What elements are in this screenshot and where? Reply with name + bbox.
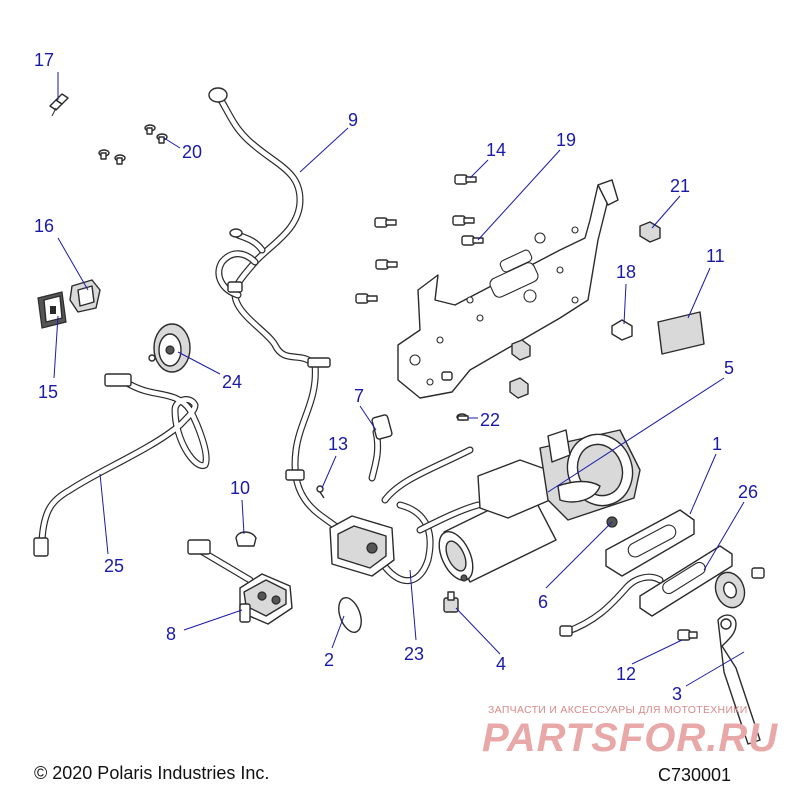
cable-7 <box>368 414 393 482</box>
screw-22 <box>456 413 469 421</box>
screw-17 <box>49 93 69 117</box>
callout-5: 5 <box>724 358 734 378</box>
watermark-tagline: ЗАПЧАСТИ И АКСЕССУАРЫ ДЛЯ МОТОТЕХНИКИ <box>488 704 748 716</box>
screw-20b <box>98 149 126 165</box>
callouts: 17 20 9 14 19 21 16 18 11 15 24 5 7 22 1… <box>34 50 758 704</box>
wire-harness-25 <box>33 373 210 557</box>
callout-19: 19 <box>556 130 576 150</box>
callout-15: 15 <box>38 382 58 402</box>
fairlead-1 <box>605 509 695 577</box>
callout-24: 24 <box>222 372 242 392</box>
diagram-id: C730001 <box>658 765 732 785</box>
hook-strap-3 <box>717 614 761 745</box>
callout-20: 20 <box>182 142 202 162</box>
bolt-14 <box>355 174 484 381</box>
control-pack-23 <box>329 446 482 585</box>
callout-12: 12 <box>616 664 636 684</box>
switch-15 <box>37 291 67 329</box>
callout-7: 7 <box>354 386 364 406</box>
leader-lines <box>53 72 745 687</box>
callout-1: 1 <box>712 434 722 454</box>
screw-13 <box>316 485 325 499</box>
callout-17: 17 <box>34 50 54 70</box>
clip-4 <box>443 591 459 613</box>
cable-tie-2 <box>338 597 362 633</box>
bezel-16 <box>69 279 101 313</box>
roller-wheel <box>714 571 746 609</box>
nut-18 <box>509 319 633 399</box>
callout-21: 21 <box>670 176 690 196</box>
solenoid-8 <box>187 539 293 625</box>
callout-10: 10 <box>230 478 250 498</box>
callout-23: 23 <box>404 644 424 664</box>
wire-harness-9 <box>208 87 342 532</box>
callout-8: 8 <box>166 624 176 644</box>
bolt-12 <box>677 567 765 641</box>
callout-2: 2 <box>324 650 334 670</box>
callout-9: 9 <box>348 110 358 130</box>
decal-11 <box>657 311 705 355</box>
fasteners <box>49 93 765 641</box>
callout-26: 26 <box>738 482 758 502</box>
callout-14: 14 <box>486 140 506 160</box>
callout-4: 4 <box>496 654 506 674</box>
watermark-logo: PARTSFOR.RU <box>482 716 779 760</box>
callout-16: 16 <box>34 216 54 236</box>
callout-18: 18 <box>616 262 636 282</box>
callout-25: 25 <box>104 556 124 576</box>
clamp-10 <box>235 531 257 547</box>
callout-22: 22 <box>480 410 500 430</box>
screw-20a <box>144 124 168 144</box>
copyright-notice: © 2020 Polaris Industries Inc. <box>34 763 270 783</box>
callout-3: 3 <box>672 684 682 704</box>
callout-6: 6 <box>538 592 548 612</box>
winch-5 <box>438 429 641 583</box>
callout-13: 13 <box>328 434 348 454</box>
callout-11: 11 <box>706 246 725 266</box>
winch-cable-6 <box>559 573 664 637</box>
contactor-24 <box>148 323 191 373</box>
nut-21 <box>639 221 661 243</box>
mounting-plate-19 <box>397 179 619 399</box>
hawse-fairlead-26 <box>639 545 733 617</box>
